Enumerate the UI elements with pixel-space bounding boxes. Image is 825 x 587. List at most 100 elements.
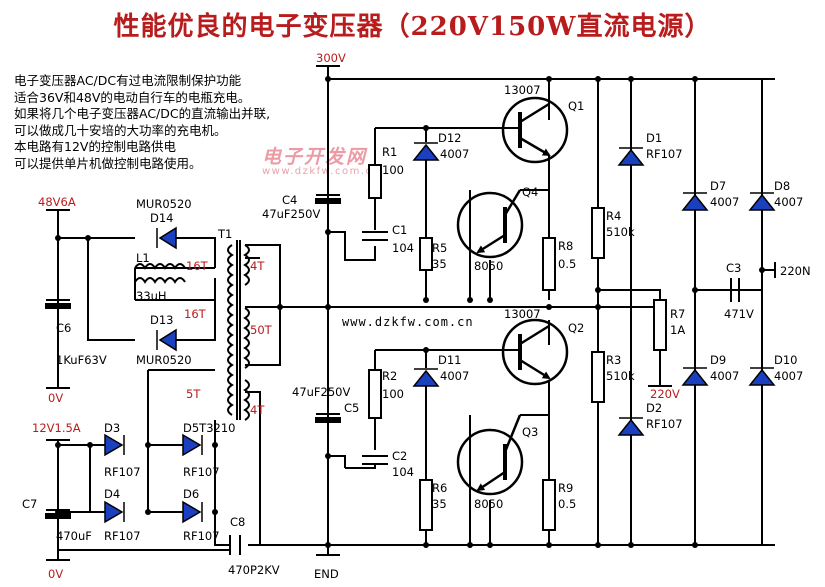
resistor-R7	[653, 299, 667, 351]
label-R1: R1	[382, 145, 397, 159]
label-0v-a: 0V	[48, 391, 63, 405]
label-D12: D12	[438, 131, 462, 145]
label-D8-value: 4007	[774, 195, 803, 209]
label-C6-value: 1KuF63V	[56, 353, 107, 367]
label-D12-value: 4007	[440, 147, 469, 161]
label-R4-value: 510k	[606, 225, 635, 239]
resistor-R8	[542, 237, 556, 291]
inductor-L1-winding	[134, 277, 186, 284]
label-48v: 48V6A	[38, 195, 76, 209]
label-D7: D7	[710, 179, 726, 193]
label-D4: D4	[104, 487, 120, 501]
label-D2-value: RF107	[646, 417, 683, 431]
label-220n: 220N	[780, 264, 811, 278]
label-R1-value: 100	[382, 163, 404, 177]
diode-D13	[158, 328, 177, 352]
transistor-Q1	[501, 96, 569, 164]
label-D10: D10	[774, 353, 798, 367]
label-Q4-value: 8050	[474, 259, 503, 273]
label-D13-value: MUR0520	[136, 353, 192, 367]
label-C7: C7	[22, 497, 37, 511]
description-notes: 电子变压器AC/DC有过电流限制保护功能 适合36V和48V的电动自行车的电瓶充…	[14, 73, 270, 172]
resistor-R6	[419, 479, 433, 531]
diode-D4	[104, 500, 124, 524]
label-Q4: Q4	[522, 185, 538, 199]
inductor-L1	[134, 263, 186, 270]
capacitors	[45, 65, 776, 561]
label-C2-value: 104	[392, 465, 414, 479]
transistor-Q4	[456, 189, 524, 259]
label-C4-value: 47uF250V	[262, 207, 320, 221]
diode-D6	[182, 500, 202, 524]
diode-D11	[412, 369, 440, 387]
transformer-T1	[227, 240, 250, 421]
label-D11: D11	[438, 353, 462, 367]
watermark-url: www.dzkfw.com.cn	[262, 166, 381, 177]
label-D14-value: MUR0520	[136, 197, 192, 211]
label-Q2-value: 13007	[504, 307, 541, 321]
label-D5: D5T3210	[183, 421, 235, 435]
label-Q2: Q2	[568, 321, 584, 335]
label-D9: D9	[710, 353, 726, 367]
resistor-R1	[368, 164, 382, 199]
label-C5: C5	[344, 401, 359, 415]
label-R5-value: 35	[432, 257, 447, 271]
label-Q1: Q1	[568, 99, 584, 113]
label-R6: R6	[432, 481, 447, 495]
diodes	[104, 142, 776, 524]
note-line: 如果将几个电子变压器AC/DC的直流输出并联,	[14, 106, 271, 121]
diode-D5	[182, 433, 202, 457]
resistor-R2	[368, 369, 382, 419]
note-line: 本电路有12V的控制电路供电	[14, 139, 176, 154]
label-L1: L1	[136, 251, 150, 265]
label-D13: D13	[150, 313, 174, 327]
diode-D12	[412, 143, 440, 161]
note-line: 电子变压器AC/DC有过电流限制保护功能	[14, 73, 242, 88]
resistor-R4	[591, 207, 605, 259]
diode-D10	[748, 368, 776, 386]
label-300v: 300V	[316, 51, 346, 65]
note-line: 可以提供单片机做控制电路使用。	[14, 155, 202, 171]
label-C2: C2	[392, 449, 407, 463]
label-R9-value: 0.5	[558, 497, 576, 511]
diode-D3	[104, 433, 124, 457]
label-D3-value: RF107	[104, 465, 141, 479]
label-R2: R2	[382, 369, 397, 383]
label-R7-value: 1A	[670, 323, 685, 337]
label-C7-value: 470uF	[56, 529, 92, 543]
label-12v: 12V1.5A	[32, 421, 81, 435]
label-D3: D3	[104, 421, 120, 435]
label-R3: R3	[606, 353, 621, 367]
diode-D1	[617, 148, 645, 166]
label-R6-value: 35	[432, 497, 447, 511]
label-D1-value: RF107	[646, 147, 683, 161]
label-C3: C3	[726, 261, 741, 275]
label-0v-b: 0V	[48, 567, 63, 581]
resistors	[368, 164, 667, 531]
label-50T: 50T	[250, 323, 273, 337]
label-D8: D8	[774, 179, 790, 193]
label-T1: T1	[217, 227, 232, 241]
label-Q1-value: 13007	[504, 83, 541, 97]
label-R2-value: 100	[382, 387, 404, 401]
transistor-Q3	[456, 414, 524, 496]
label-D5-value: RF107	[183, 465, 220, 479]
label-Q3: Q3	[522, 425, 538, 439]
label-16T-b: 16T	[184, 307, 207, 321]
watermark-logo: 电子开发网	[262, 146, 368, 168]
junctions	[55, 76, 765, 548]
label-R8: R8	[558, 239, 573, 253]
label-220v: 220V	[650, 387, 680, 401]
transistor-Q2	[501, 318, 569, 386]
label-D7-value: 4007	[710, 195, 739, 209]
label-C5-value: 47uF250V	[292, 385, 350, 399]
label-R8-value: 0.5	[558, 257, 576, 271]
note-line: 可以做成几十安培的大功率的充电机。	[14, 122, 227, 138]
label-R9: R9	[558, 481, 573, 495]
label-D4-value: RF107	[104, 529, 141, 543]
diode-D14	[158, 226, 177, 250]
diode-D8	[748, 193, 776, 211]
note-line: 适合36V和48V的电动自行车的电瓶充电。	[14, 89, 251, 105]
label-4T-a: 4T	[250, 259, 265, 273]
